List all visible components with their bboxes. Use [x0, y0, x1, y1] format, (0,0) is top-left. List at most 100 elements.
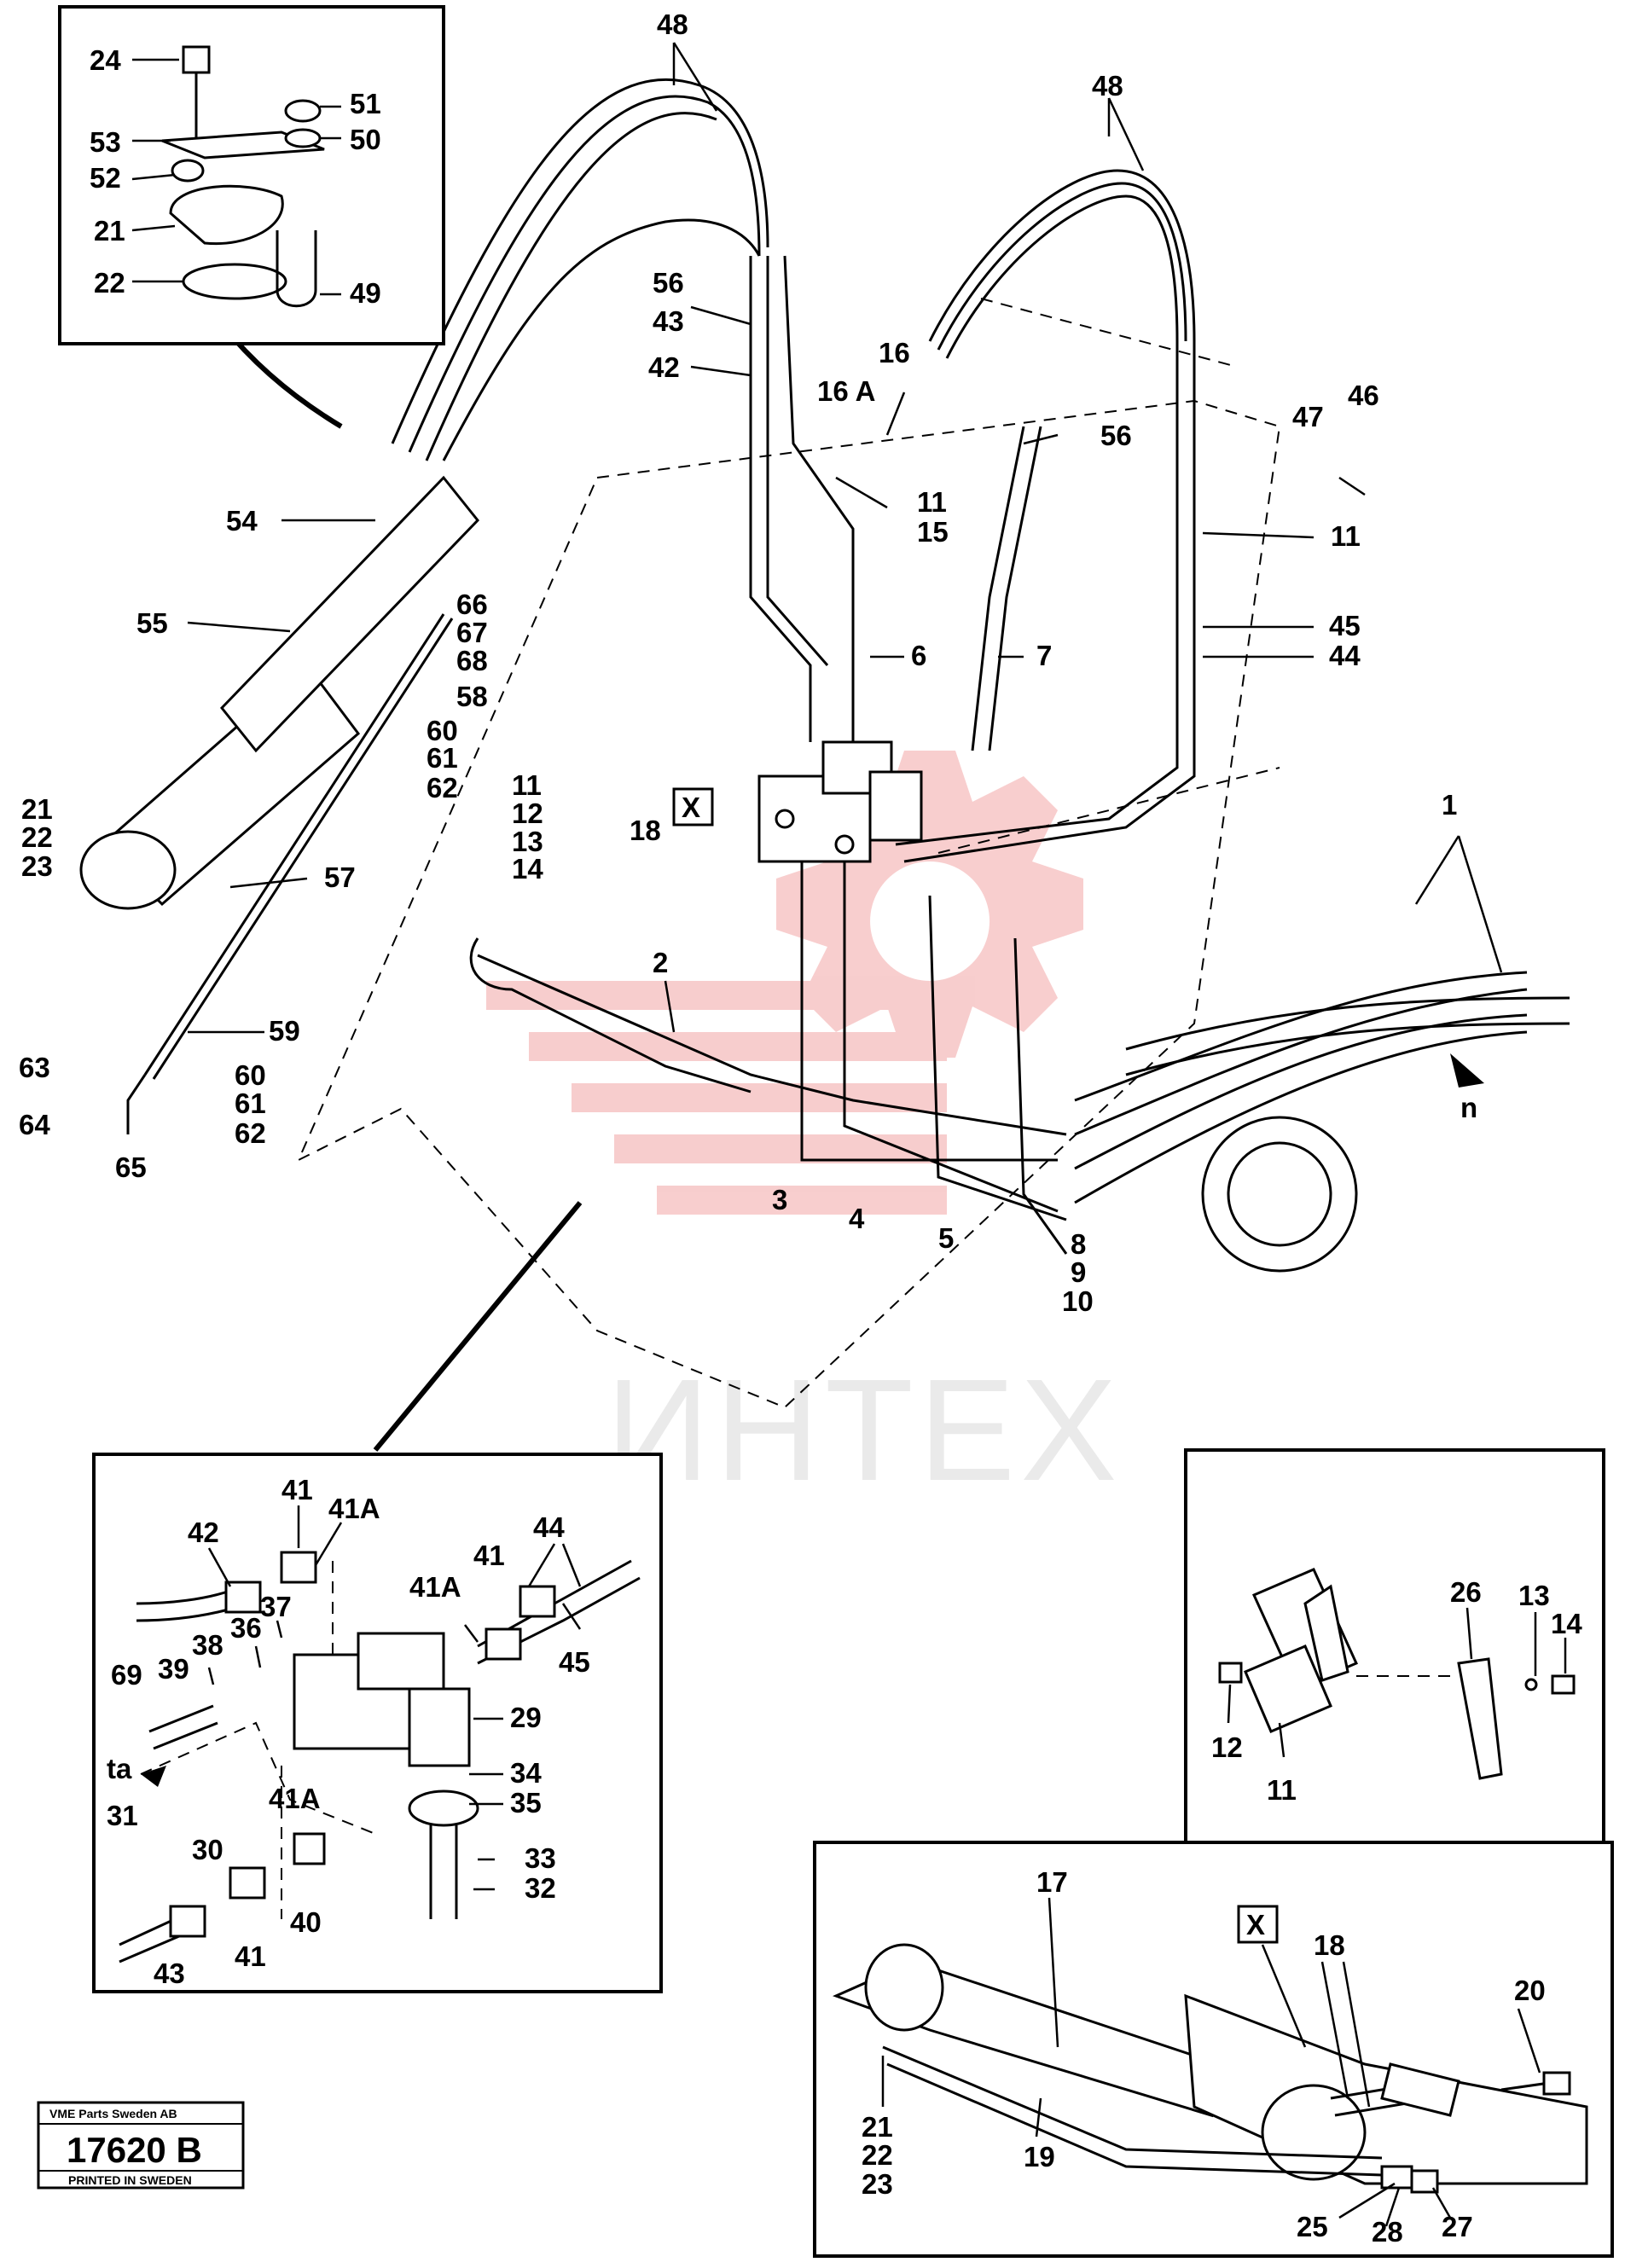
- label-12: 12: [512, 798, 543, 829]
- inset-label-21: 21: [94, 215, 125, 247]
- inset-label-50: 50: [350, 124, 381, 155]
- label-14: 14: [512, 853, 543, 885]
- inset-top-left-leaders: [131, 58, 341, 296]
- label-7: 7: [1036, 640, 1052, 671]
- watermark-text: ИНТЕХ: [606, 1349, 1123, 1511]
- label-47: 47: [1292, 401, 1324, 432]
- cyl-label-22: 22: [862, 2139, 893, 2171]
- label-2: 2: [653, 947, 668, 978]
- bushing: [171, 159, 205, 183]
- label-59: 59: [269, 1015, 300, 1047]
- label-5: 5: [938, 1222, 954, 1254]
- cyl-label-x-box: X: [1237, 1905, 1279, 1944]
- cyl-label-27: 27: [1442, 2211, 1473, 2242]
- label-11-top: 11: [917, 486, 947, 518]
- bolt-head: [182, 45, 211, 74]
- cyl-label-28: 28: [1372, 2216, 1403, 2248]
- valve-label-41-bottom: 41: [235, 1940, 266, 1972]
- valve-label-38: 38: [192, 1629, 223, 1661]
- label-x-box: X: [672, 787, 714, 827]
- label-6: 6: [911, 640, 926, 671]
- cyl-label-21: 21: [862, 2111, 893, 2143]
- valve-label-42: 42: [188, 1517, 219, 1548]
- valve-label-41-right: 41: [473, 1540, 505, 1571]
- inset-label-24: 24: [90, 44, 121, 76]
- label-60-lower: 60: [235, 1059, 266, 1091]
- label-57: 57: [324, 861, 356, 893]
- inset-label-51: 51: [350, 88, 381, 119]
- label-16: 16: [879, 337, 910, 368]
- label-66: 66: [456, 589, 488, 620]
- label-62-lower: 62: [235, 1117, 266, 1149]
- washer: [284, 128, 322, 148]
- inset-pointer-valve: [373, 1201, 583, 1452]
- u-bolt: [276, 230, 317, 308]
- valve-label-33: 33: [525, 1842, 556, 1874]
- left-cylinder: [79, 475, 479, 1134]
- title-block: VME Parts Sweden AB 17620 B PRINTED IN S…: [37, 2101, 245, 2190]
- main-labels: 48 48 56 43 42 16 16 A 11 15 56 47 46 11…: [19, 9, 1484, 1317]
- label-13: 13: [512, 826, 543, 857]
- cyl-label-23: 23: [862, 2168, 893, 2200]
- valve-label-37: 37: [260, 1591, 292, 1622]
- valve-label-44: 44: [533, 1511, 565, 1543]
- label-48-left: 48: [657, 9, 688, 40]
- label-3: 3: [772, 1184, 787, 1215]
- inset-label-22: 22: [94, 267, 125, 299]
- watermark-gear-logo: [486, 751, 1083, 1215]
- label-67: 67: [456, 617, 488, 648]
- label-61-upper: 61: [427, 742, 458, 774]
- svg-text:n: n: [1460, 1092, 1477, 1123]
- label-65: 65: [115, 1151, 147, 1183]
- label-46: 46: [1348, 380, 1379, 411]
- inset-cylinder: 17 X 18 20 21 22 23 19 25 28 27: [813, 1841, 1614, 2258]
- label-68: 68: [456, 645, 488, 676]
- inset-clamp-parts: [1218, 1568, 1576, 1780]
- label-22: 22: [21, 821, 53, 853]
- label-16a: 16 A: [817, 375, 875, 407]
- valve-label-29: 29: [510, 1702, 542, 1733]
- inset-valve: 41 41A 42 37 36 38 39 69 ta 41 41A 44 45…: [92, 1453, 663, 1993]
- label-54: 54: [226, 505, 258, 537]
- title-drawing-number: 17620 B: [67, 2130, 202, 2170]
- hose-bundle-right: [928, 169, 1196, 359]
- bracket-26: [1457, 1657, 1503, 1780]
- wheel-hub-inner: [1227, 1141, 1332, 1247]
- valve-label-41-top: 41: [281, 1474, 313, 1505]
- label-48-right: 48: [1092, 70, 1123, 102]
- inset-valve-leaders: [207, 1505, 582, 1891]
- label-4: 4: [849, 1203, 865, 1234]
- o-ring: [182, 263, 287, 300]
- clamp-plate: [161, 131, 325, 160]
- label-11-right: 11: [1331, 520, 1361, 552]
- pipes-vertical: [749, 255, 1196, 863]
- flange: [169, 184, 284, 246]
- label-9: 9: [1071, 1256, 1086, 1288]
- watermark: ИНТЕХ: [486, 751, 1123, 1511]
- label-58: 58: [456, 681, 488, 712]
- valve-label-31: 31: [107, 1800, 138, 1831]
- label-11-mid: 11: [512, 769, 542, 801]
- label-1: 1: [1442, 789, 1457, 821]
- clamp-label-12: 12: [1211, 1731, 1243, 1763]
- valve-label-41A-right: 41A: [409, 1571, 461, 1603]
- inset-top-left: 24 51 53 50 52 21 22 49: [58, 5, 445, 345]
- cyl-label-25: 25: [1297, 2211, 1328, 2242]
- valve-label-43: 43: [154, 1958, 185, 1989]
- valve-arrow-ta: ta: [107, 1753, 166, 1787]
- frame-outline: [937, 298, 1280, 854]
- label-62-upper: 62: [427, 772, 458, 803]
- label-61-lower: 61: [235, 1088, 266, 1119]
- label-8: 8: [1071, 1228, 1086, 1260]
- label-45: 45: [1329, 610, 1361, 641]
- label-21: 21: [21, 793, 53, 825]
- title-printed: PRINTED IN SWEDEN: [68, 2173, 192, 2187]
- inset-label-49: 49: [350, 277, 381, 309]
- clamp-label-26: 26: [1450, 1576, 1482, 1608]
- label-56-top: 56: [653, 267, 684, 299]
- clamp-label-14: 14: [1551, 1608, 1582, 1639]
- inset-cylinder-parts: [832, 1943, 1588, 2194]
- inset-clamp-leaders: [1227, 1607, 1567, 1758]
- hose-bundle-left: [391, 78, 769, 461]
